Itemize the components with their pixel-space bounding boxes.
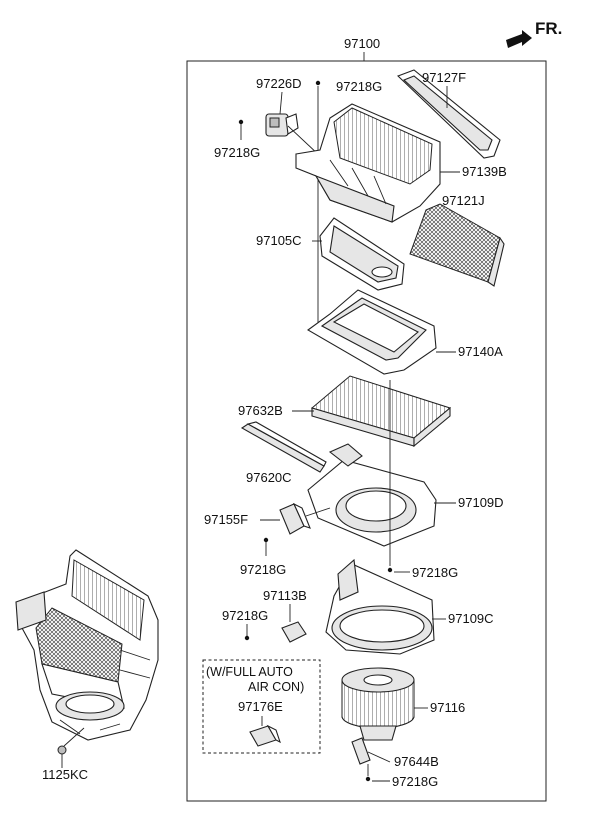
assembled-blower-unit	[15, 549, 159, 741]
label-97218G-low: 97218G	[222, 608, 268, 623]
label-97127F: 97127F	[422, 70, 466, 85]
part-97139B-upper-case	[295, 103, 441, 223]
assembly-number: 97100	[344, 36, 380, 51]
label-97620C: 97620C	[246, 470, 292, 485]
label-97218G-mid: 97218G	[240, 562, 286, 577]
label-97644B: 97644B	[394, 754, 439, 769]
front-direction-indicator: FR.	[506, 19, 562, 48]
label-97632B: 97632B	[238, 403, 283, 418]
label-97109D: 97109D	[458, 495, 504, 510]
part-97644B-clamp	[351, 737, 371, 765]
part-97105C-cover	[319, 217, 405, 291]
part-97109D-case-upper	[307, 443, 437, 547]
part-97109C-scroll-housing	[325, 558, 435, 655]
front-label: FR.	[535, 19, 562, 38]
label-97105C: 97105C	[256, 233, 302, 248]
part-97632B-cabin-filter	[310, 375, 452, 448]
label-97109C: 97109C	[448, 611, 494, 626]
label-97218G-left: 97218G	[214, 145, 260, 160]
label-97218G-top: 97218G	[336, 79, 382, 94]
assembly-border	[186, 60, 547, 802]
option-box-line1: (W/FULL AUTO	[206, 665, 293, 679]
part-97121J-filter-core	[409, 203, 505, 287]
part-97620C-seal-strip	[240, 421, 327, 473]
part-97116-blower-motor	[341, 667, 415, 741]
label-97121J: 97121J	[442, 193, 485, 208]
label-97116: 97116	[430, 700, 465, 715]
label-97218G-right: 97218G	[412, 565, 458, 580]
label-97226D: 97226D	[256, 76, 302, 91]
label-97139B: 97139B	[462, 164, 507, 179]
front-arrow-icon	[506, 30, 532, 48]
part-97176E-sensor	[249, 724, 281, 747]
label-97113B: 97113B	[263, 588, 307, 603]
option-box-line2: AIR CON)	[248, 680, 304, 694]
label-97176E: 97176E	[238, 699, 283, 714]
part-97140A-filter-frame	[306, 289, 437, 375]
part-97155F-sensor	[279, 502, 311, 535]
part-97113B-resistor	[281, 621, 307, 643]
label-97140A: 97140A	[458, 344, 503, 359]
label-97155F: 97155F	[204, 512, 248, 527]
label-97218G-bottom: 97218G	[392, 774, 438, 789]
part-97226D-actuator	[265, 113, 299, 137]
label-1125KC: 1125KC	[42, 767, 88, 782]
part-97127F-gasket	[396, 69, 501, 159]
part-1125KC-bolt	[57, 727, 85, 755]
